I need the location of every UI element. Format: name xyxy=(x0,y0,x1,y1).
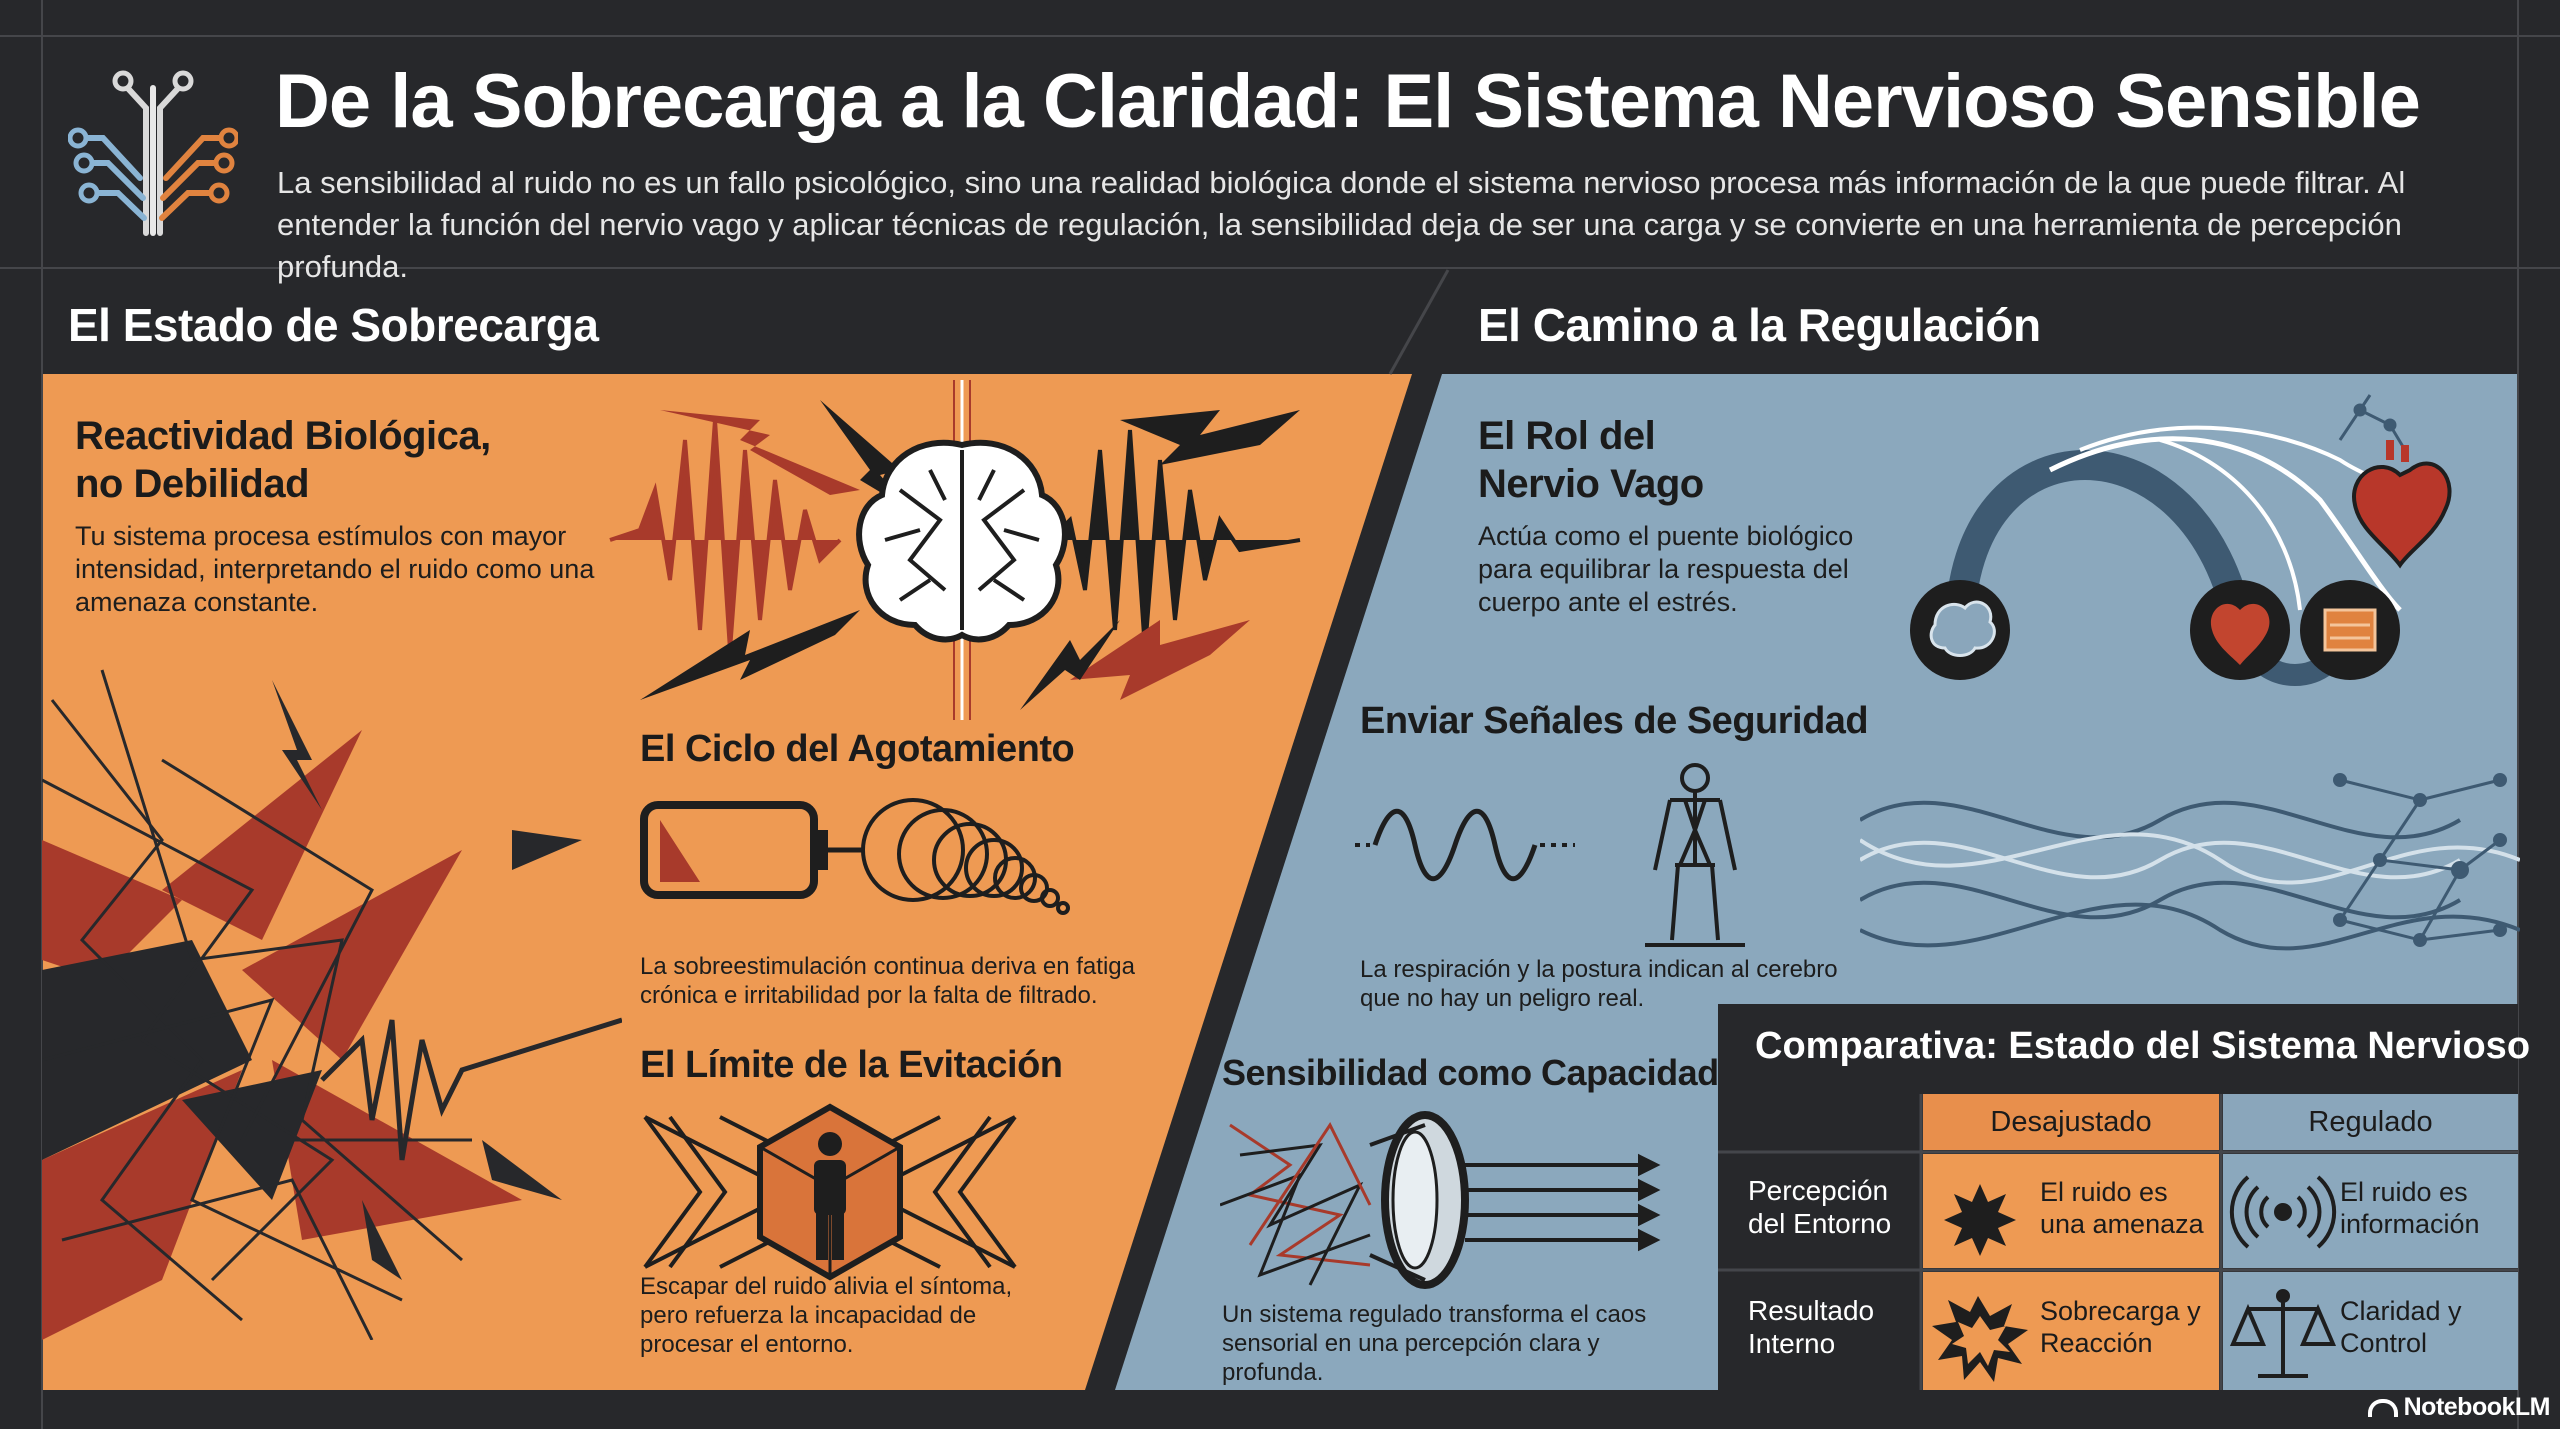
left-block3-text: Escapar del ruido alivia el síntoma, per… xyxy=(640,1273,1013,1358)
human-figure-icon xyxy=(814,1132,846,1260)
right-block1-text: Actúa como el puente biológico para equi… xyxy=(1478,521,1854,617)
comparison-table-bg xyxy=(1718,1004,2518,1390)
heart-icon xyxy=(2352,440,2452,569)
table-row-label-resultado: Resultado Interno xyxy=(1748,1295,1875,1359)
table-cell: Claridad y Control xyxy=(2340,1296,2462,1358)
brain-noise-illustration xyxy=(609,380,1301,720)
human-figure-icon xyxy=(1645,763,1745,947)
right-section-title: El Camino a la Regulación xyxy=(1478,299,2041,351)
calm-waves-illustration xyxy=(1860,773,2520,951)
gut-icon xyxy=(2323,608,2377,652)
table-cell: Sobrecarga y Reacción xyxy=(2040,1296,2201,1358)
vagus-nerve-illustration xyxy=(1910,394,2452,686)
left-block2-text: La sobreestimulación continua deriva en … xyxy=(640,953,1135,1009)
avoidance-cube-illustration xyxy=(643,1103,1017,1281)
signal-icon xyxy=(2229,1175,2337,1249)
starburst-icon xyxy=(1944,1184,2016,1256)
table-title: Comparativa: Estado del Sistema Nervioso xyxy=(1755,1025,2531,1067)
brain-icon xyxy=(856,439,1068,643)
battery-low-icon xyxy=(640,798,1070,915)
table-col-desajustado: Desajustado xyxy=(1990,1106,2152,1138)
right-block1-title: El Rol del Nervio Vago xyxy=(1478,414,1704,506)
notebook-logo-icon xyxy=(2367,1399,2398,1418)
right-block2-title: Enviar Señales de Seguridad xyxy=(1360,700,1869,742)
table-row-label-percepcion: Percepción del Entorno xyxy=(1748,1175,1892,1239)
right-block3-text: Un sistema regulado transforma el caos s… xyxy=(1222,1301,1647,1386)
scale-icon xyxy=(2229,1289,2337,1378)
right-block3-title: Sensibilidad como Capacidad xyxy=(1222,1052,1719,1093)
breath-wave-icon xyxy=(1355,809,1575,881)
left-block2-title: El Ciclo del Agotamiento xyxy=(640,728,1075,770)
table-cell: El ruido es información xyxy=(2340,1177,2480,1239)
table-col-regulado: Regulado xyxy=(2308,1106,2433,1138)
table-cell: El ruido es una amenaza xyxy=(2040,1177,2204,1239)
overload-explosion-illustration xyxy=(42,669,622,1340)
lens-icon xyxy=(1220,1111,1661,1289)
right-block2-text: La respiración y la postura indican al c… xyxy=(1360,956,1838,1012)
left-section-title: El Estado de Sobrecarga xyxy=(68,299,599,351)
left-block3-title: El Límite de la Evitación xyxy=(640,1044,1063,1086)
left-block1-title: Reactividad Biológica, no Debilidad xyxy=(75,414,491,506)
explosion-icon xyxy=(1932,1296,2028,1382)
brand-label: NotebookLM xyxy=(2367,1393,2551,1422)
brain-icon xyxy=(1929,600,1996,657)
left-block1-text: Tu sistema procesa estímulos con mayor i… xyxy=(75,521,595,617)
page-title: De la Sobrecarga a la Claridad: El Siste… xyxy=(275,59,2421,144)
neural-tree-icon xyxy=(68,70,238,236)
heart-icon xyxy=(2210,603,2270,665)
page-subtitle: La sensibilidad al ruido no es un fallo … xyxy=(277,165,2406,284)
